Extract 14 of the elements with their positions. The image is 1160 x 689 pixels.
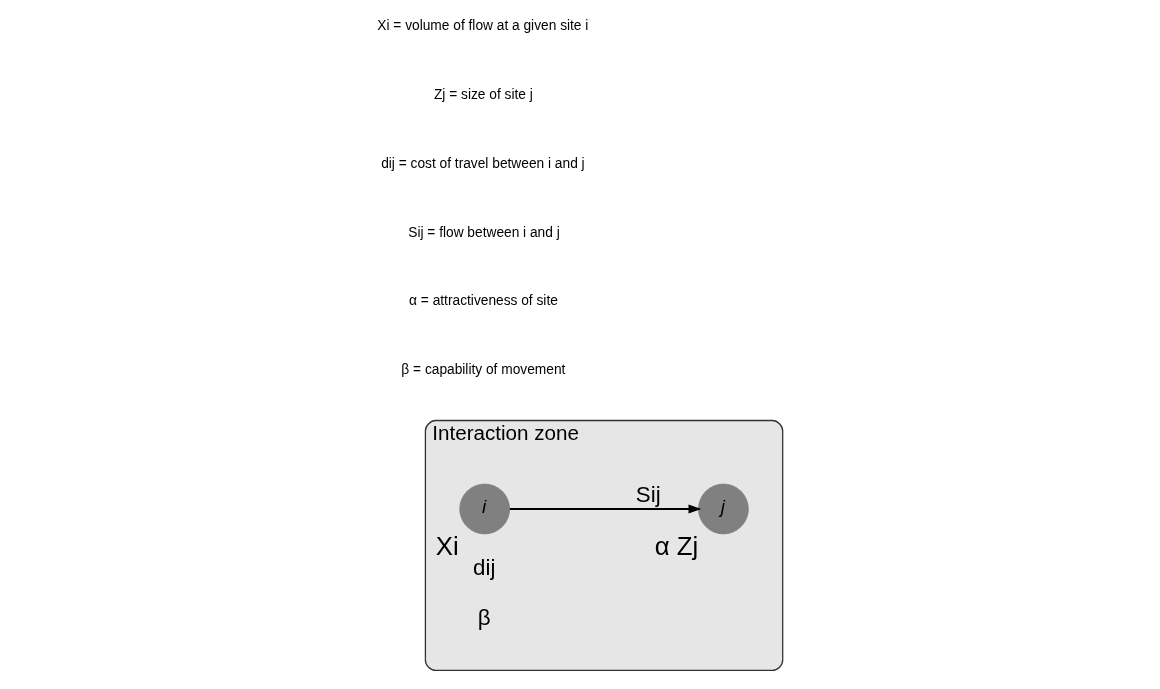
label: Sij = flow between i and j xyxy=(408,224,560,240)
edge-label: Sij xyxy=(635,481,661,507)
label: dij xyxy=(473,554,496,580)
arrow xyxy=(509,504,702,514)
label: β = capability of movement xyxy=(401,361,566,377)
label: Xi = volume of flow at a given site i xyxy=(377,18,589,34)
label: α = attractiveness of site xyxy=(409,293,558,309)
label: Zj = size of site j xyxy=(433,87,533,103)
node-label: Xi xyxy=(435,531,459,560)
node-circle: j xyxy=(698,483,749,535)
node-label: α Zj xyxy=(654,531,699,560)
label: β xyxy=(477,605,491,631)
label: dij = cost of travel between i and j xyxy=(381,155,585,171)
node-circle: i xyxy=(459,483,510,535)
